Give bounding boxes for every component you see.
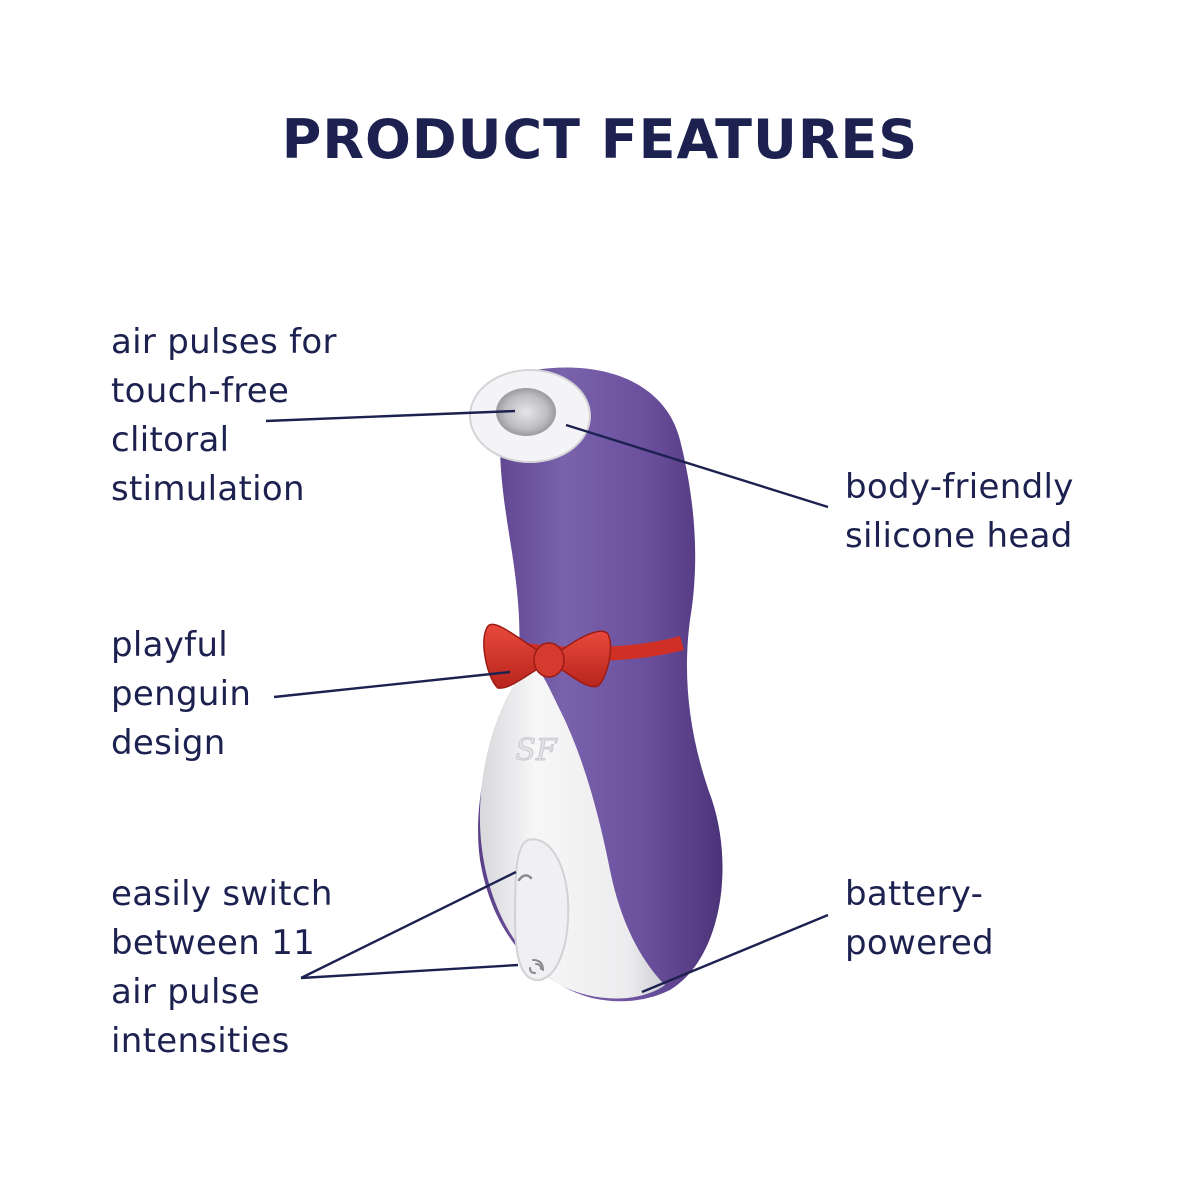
feature-text-line: air pulse (111, 972, 260, 1012)
feature-text-line: air pulses for (111, 322, 337, 362)
leader-line-penguin-design (273, 670, 511, 699)
feature-silicone-head: body-friendly silicone head (845, 463, 1074, 561)
feature-text-line: penguin (111, 674, 252, 714)
mode-button-icon (517, 874, 533, 882)
brand-logo: SF (515, 733, 558, 768)
power-button-icon (529, 959, 544, 974)
feature-text-line: intensities (111, 1021, 290, 1061)
feature-text-line: clitoral (111, 420, 230, 460)
feature-text-line: body-friendly (845, 467, 1074, 507)
feature-text-line: touch-free (111, 371, 290, 411)
page-title: PRODUCT FEATURES (281, 108, 919, 171)
feature-battery: battery- powered (845, 870, 994, 968)
feature-air-pulses: air pulses for touch-free clitoral stimu… (111, 318, 337, 514)
leader-line-intensities-2 (300, 963, 519, 980)
air-pulse-opening (496, 388, 556, 436)
feature-text-line: playful (111, 625, 229, 665)
leader-line-air-pulses (265, 409, 516, 423)
feature-text-line: between 11 (111, 923, 316, 963)
feature-text-line: easily switch (111, 874, 333, 914)
feature-intensities: easily switch between 11 air pulse inten… (111, 870, 333, 1066)
feature-text-line: design (111, 723, 226, 763)
leader-lines (265, 409, 829, 994)
feature-text-line: battery- (845, 874, 984, 914)
feature-text-line: stimulation (111, 469, 305, 509)
feature-penguin-design: playful penguin design (111, 621, 251, 768)
feature-text-line: silicone head (845, 516, 1073, 556)
leader-line-silicone-head (565, 423, 829, 509)
feature-text-line: powered (845, 923, 994, 963)
leader-line-intensities-1 (300, 870, 517, 980)
control-panel (513, 838, 570, 982)
leader-line-battery (641, 913, 829, 994)
